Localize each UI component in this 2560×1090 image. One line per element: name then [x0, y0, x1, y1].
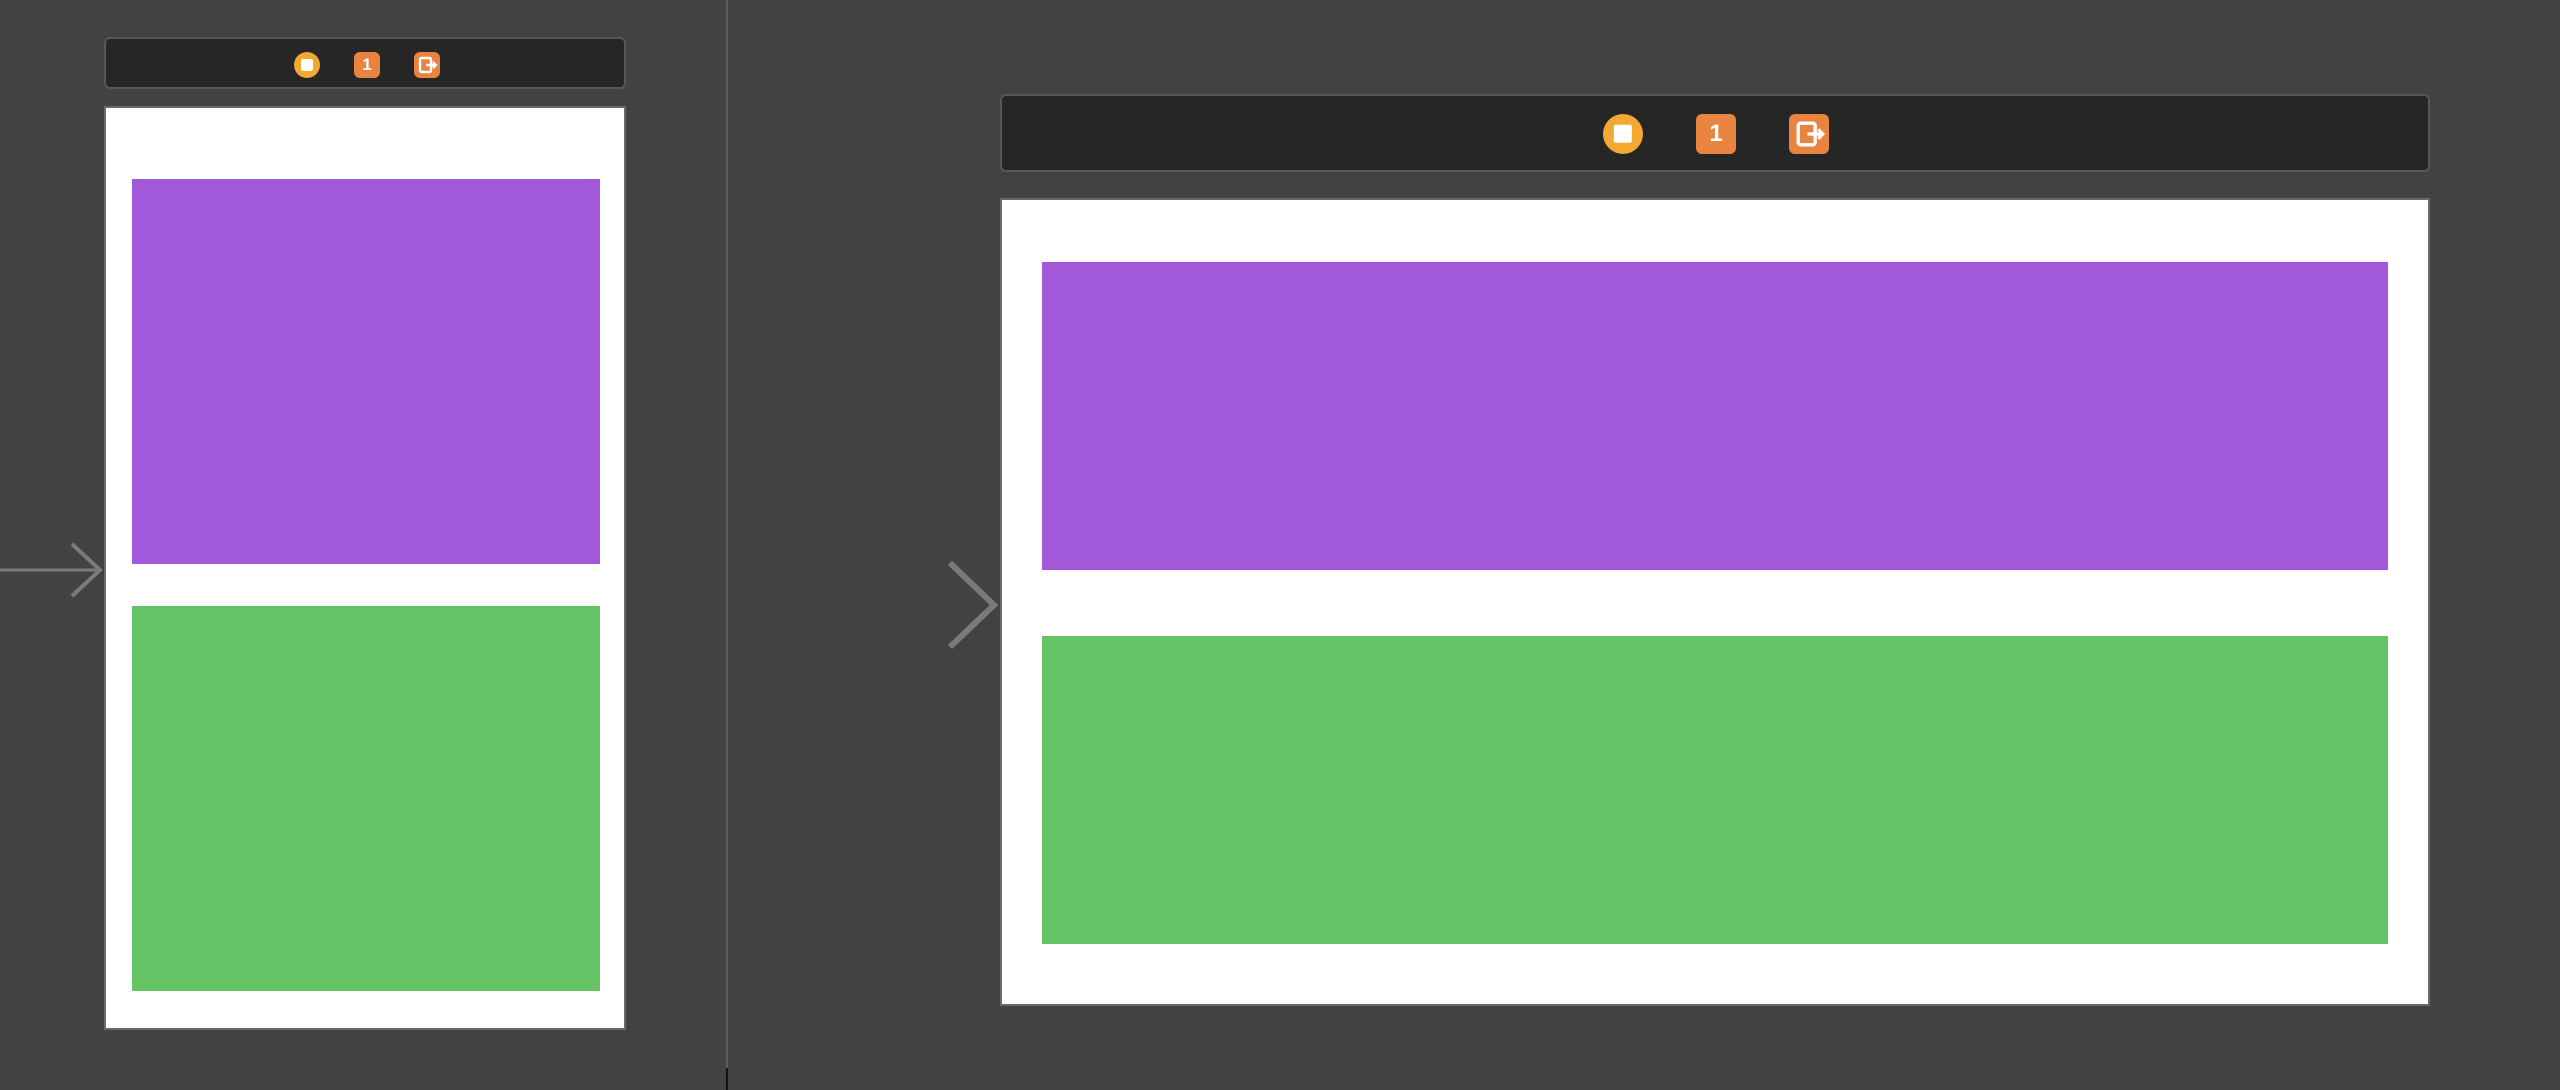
scene-view[interactable] — [1000, 198, 2430, 1006]
split-view-divider[interactable] — [726, 0, 728, 1090]
green-view[interactable] — [132, 606, 600, 991]
split-divider-handle[interactable] — [726, 1068, 728, 1090]
purple-view[interactable] — [1042, 262, 2388, 570]
scene-dock[interactable]: 1 — [104, 37, 626, 89]
first-responder-icon[interactable]: 1 — [354, 52, 380, 78]
green-view[interactable] — [1042, 636, 2388, 944]
first-responder-icon[interactable]: 1 — [1696, 114, 1736, 154]
scene-dock[interactable]: 1 — [1000, 94, 2430, 172]
entry-point-arrow[interactable] — [0, 540, 104, 600]
scene-view[interactable] — [104, 106, 626, 1030]
view-controller-icon[interactable] — [1603, 114, 1643, 154]
purple-view[interactable] — [132, 179, 600, 564]
exit-icon[interactable] — [1789, 114, 1829, 154]
view-controller-icon[interactable] — [294, 52, 320, 78]
entry-point-arrow[interactable] — [744, 558, 1000, 652]
exit-icon[interactable] — [414, 52, 440, 78]
